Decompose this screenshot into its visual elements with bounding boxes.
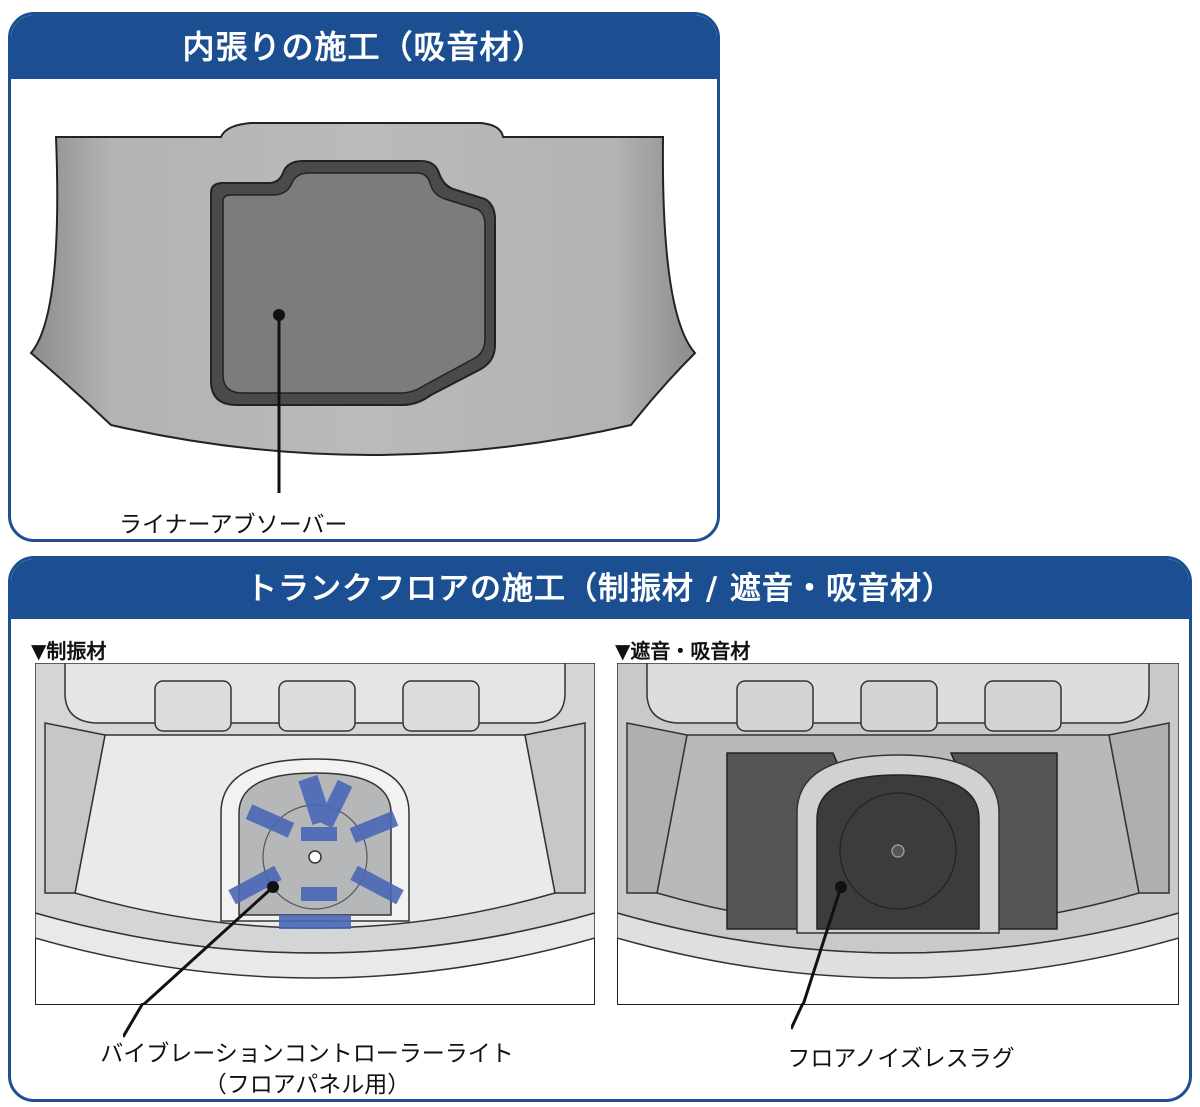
liner-absorber (222, 172, 486, 394)
absorber-callout-line-ext (791, 1003, 805, 1030)
trunk-floor-panel: トランクフロアの施工（制振材 / 遮音・吸音材） ▼制振材 ▼遮音・吸音材 (8, 556, 1192, 1102)
trunk-floor-panel-header: トランクフロアの施工（制振材 / 遮音・吸音材） (11, 559, 1189, 619)
damping-section-label: ▼制振材 (31, 639, 107, 663)
liner-panel-title: 内張りの施工（吸音材） (182, 28, 546, 66)
liner-panel: 内張りの施工（吸音材） ライナーアブソーバー (8, 12, 720, 542)
trunk-lid-illustration (29, 122, 697, 493)
damping-callout-line-ext (123, 1003, 145, 1038)
damping-floor-illustration (35, 663, 595, 1005)
liner-panel-header: 内張りの施工（吸音材） (11, 15, 717, 79)
liner-callout-label: ライナーアブソーバー (119, 512, 348, 538)
absorber-callout-line (801, 886, 843, 1005)
absorber-floor-illustration (617, 663, 1179, 1005)
damping-callout-line2: （フロアパネル用） (203, 1072, 411, 1098)
trunk-floor-panel-title: トランクフロアの施工（制振材 / 遮音・吸音材） (246, 571, 954, 607)
absorber-section-label: ▼遮音・吸音材 (615, 639, 751, 663)
damping-callout-line (141, 885, 275, 1005)
damping-callout-line1: バイブレーションコントローラーライト (100, 1041, 514, 1067)
damping-strips (228, 775, 404, 929)
damping-callout-label: バイブレーションコントローラーライト （フロアパネル用） (77, 1039, 537, 1099)
absorber-callout-label: フロアノイズレスラグ (787, 1046, 1015, 1072)
